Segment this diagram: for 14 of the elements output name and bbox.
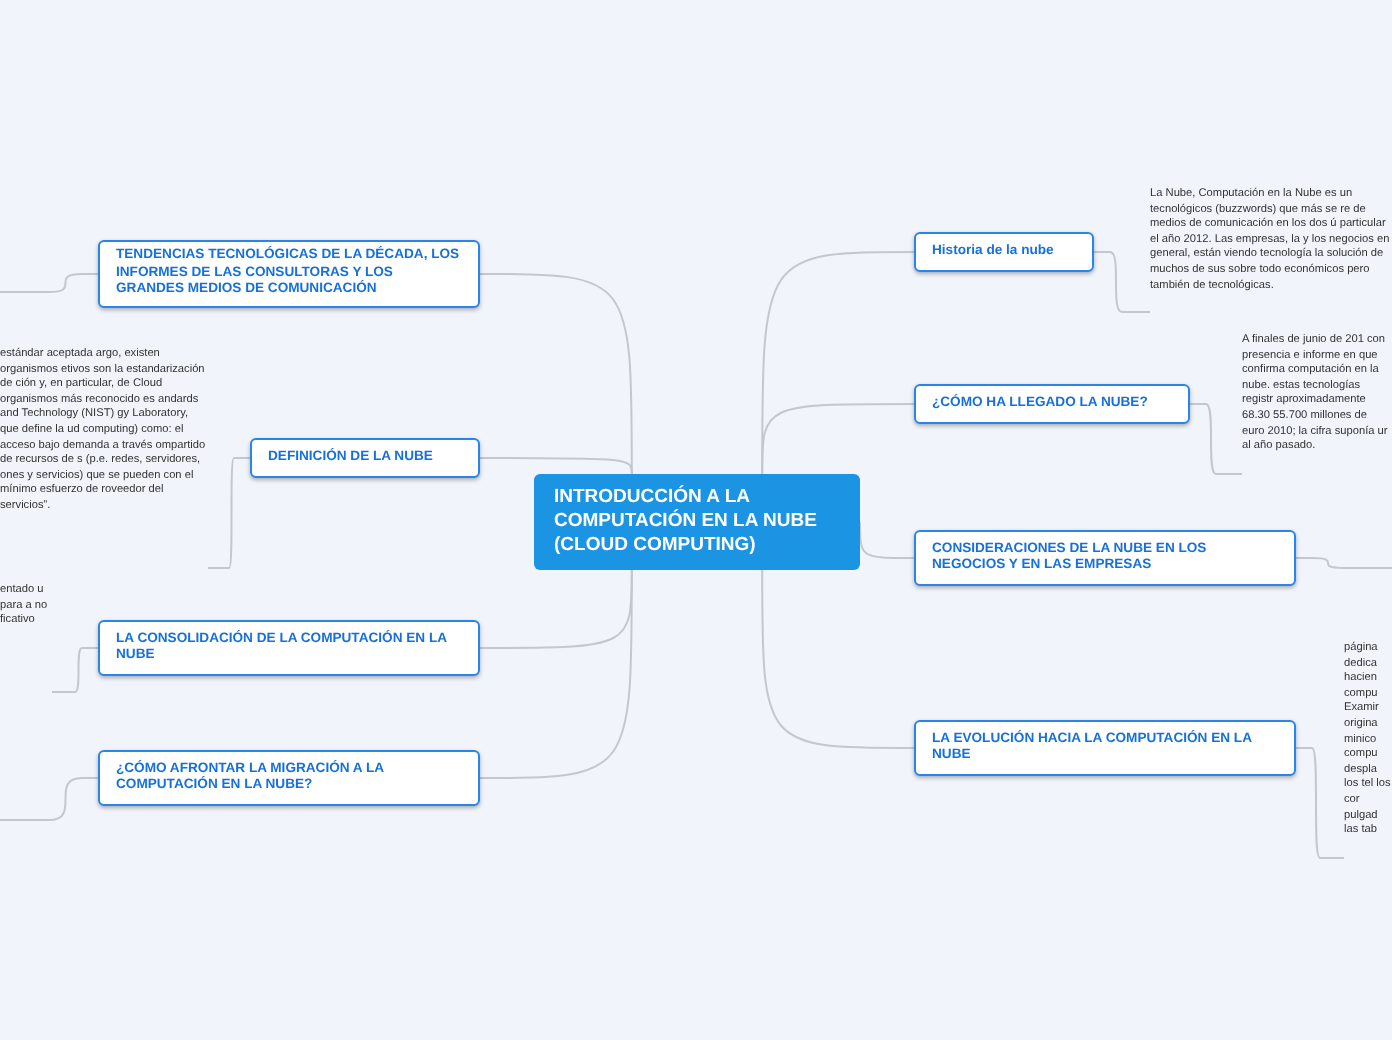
connector-line: [1189, 403, 1243, 475]
connector-line: [479, 569, 633, 779]
connector-line: [479, 457, 633, 475]
connector-line: [1093, 251, 1151, 313]
connector-line: [1295, 747, 1345, 859]
connector-line: [761, 403, 915, 475]
central-topic-box: INTRODUCCIÓN A LA COMPUTACIÓN EN LA NUBE (CLOUD COMPUTING): [534, 474, 860, 570]
connector-line: [0, 273, 99, 293]
connector-line: [51, 647, 99, 693]
connector-line: [0, 777, 99, 821]
connector-line: [479, 273, 633, 475]
connector-line: [761, 569, 915, 749]
connector-line: [1295, 557, 1392, 569]
connector-line: [207, 457, 251, 569]
